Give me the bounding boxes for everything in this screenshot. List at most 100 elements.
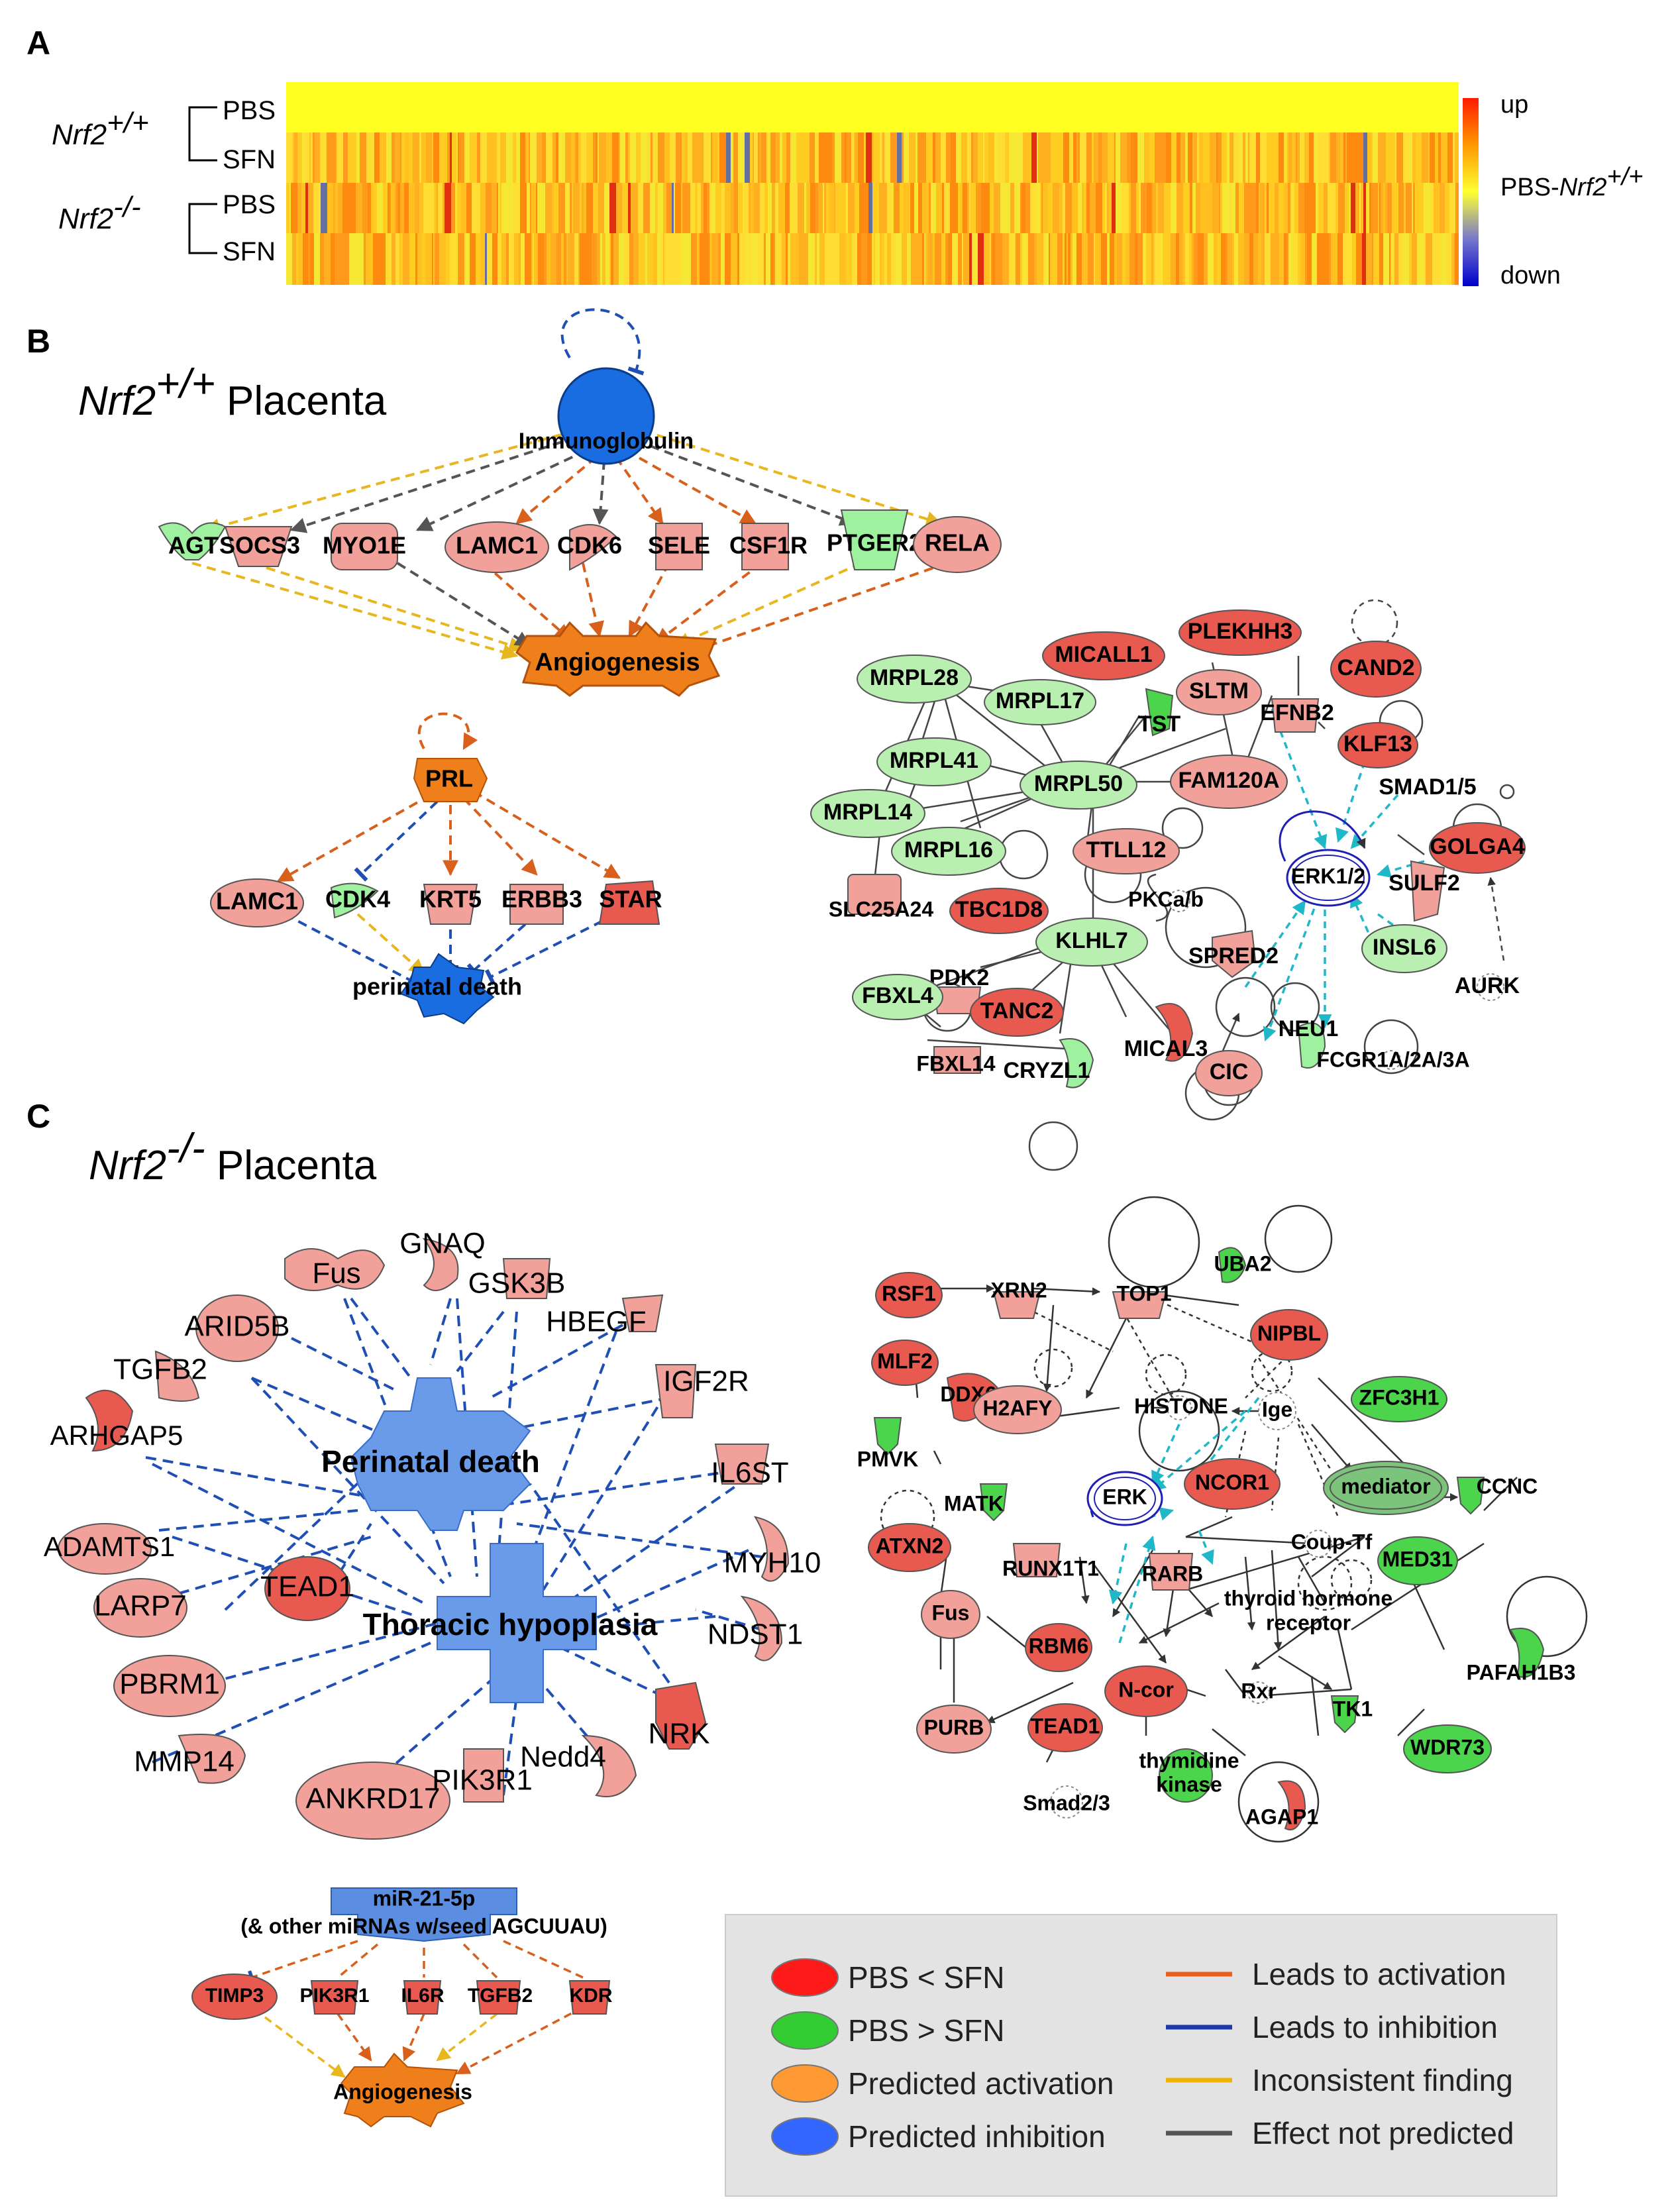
heatmap-cell	[432, 233, 433, 285]
ptger2-label: PTGER2	[827, 529, 922, 556]
heatmap-cell	[1372, 233, 1373, 285]
heatmap-cell	[1279, 183, 1284, 233]
heatmap-cell	[699, 132, 704, 183]
heatmap-cell	[520, 183, 527, 233]
angiogenesis-node	[515, 621, 721, 697]
heatmap-cell	[663, 233, 664, 285]
heatmap-cell	[1244, 183, 1251, 233]
slc25a24-node	[847, 874, 902, 915]
heatmap-cell	[356, 183, 362, 233]
heatmap-cell	[854, 132, 855, 183]
heatmap-cell	[421, 233, 422, 285]
heatmap-cell	[670, 132, 676, 183]
igf2r-node	[655, 1364, 697, 1418]
heatmap-cell	[1177, 132, 1180, 183]
heatmap-cell	[401, 233, 403, 285]
heatmap-cell	[835, 132, 841, 183]
heatmap-cell	[1038, 132, 1045, 183]
tk1-node	[1330, 1695, 1359, 1734]
heatmap-cell	[434, 183, 435, 233]
heatmap-cell	[782, 132, 786, 183]
heatmap-cell	[370, 132, 374, 183]
tst-node	[1145, 688, 1174, 737]
heatmap-cell	[1422, 132, 1428, 183]
heatmap-cell	[395, 233, 397, 285]
heatmap-cell	[1329, 132, 1330, 183]
heatmap-cell	[647, 233, 653, 285]
network-c3-edges	[248, 1940, 584, 2078]
couptf-node	[1304, 1530, 1332, 1557]
wdr73-node	[1403, 1724, 1492, 1773]
heatmap-cell	[675, 183, 681, 233]
legend-label: Effect not predicted	[1252, 2116, 1514, 2150]
heatmap-cell	[818, 183, 823, 233]
heatmap-cell	[759, 132, 761, 183]
ankrd17-label: ANKRD17	[306, 1783, 441, 1815]
heatmap-cell	[509, 233, 511, 285]
heatmap-cell	[1203, 132, 1210, 183]
heatmap-cell	[342, 183, 347, 233]
runx1t1-label: RUNX1T1	[1002, 1556, 1099, 1580]
heatmap-cell	[1249, 233, 1253, 285]
heatmap-cell	[963, 233, 969, 285]
heatmap-cell	[825, 132, 832, 183]
heatmap-cell	[785, 183, 790, 233]
erk12-node	[1286, 849, 1371, 907]
heatmap-cell	[506, 233, 509, 285]
heatmap-cell	[1107, 233, 1110, 285]
erk-node	[1086, 1471, 1163, 1526]
heatmap-cell	[956, 132, 961, 183]
heatmap-cell	[861, 132, 864, 183]
heatmap-cell	[574, 233, 578, 285]
heatmap-cell	[1366, 183, 1369, 233]
heatmap-cell	[565, 132, 571, 183]
heatmap-cell	[1082, 233, 1088, 285]
heatmap-cell	[887, 183, 890, 233]
mrpl41-label: MRPL41	[890, 748, 978, 773]
heatmap-cell	[853, 132, 854, 183]
heatmap-cell	[846, 233, 852, 285]
heatmap-cell	[1129, 233, 1135, 285]
heatmap-cell	[1379, 233, 1381, 285]
heatmap-cell	[763, 132, 766, 183]
heatmap-cell	[1231, 183, 1235, 233]
top1-label: TOP1	[1117, 1281, 1172, 1305]
heatmap-cell	[1438, 132, 1441, 183]
heatmap-cell	[925, 233, 927, 285]
heatmap-cell	[1075, 233, 1076, 285]
heatmap-cell	[851, 132, 853, 183]
heatmap-cell	[1102, 132, 1108, 183]
heatmap-cell	[1324, 183, 1328, 233]
heatmap-cell	[1357, 132, 1363, 183]
heatmap-cell	[1108, 132, 1114, 183]
heatmap-cell	[538, 233, 544, 285]
heatmap-cell	[897, 132, 902, 183]
heatmap-cell	[298, 233, 301, 285]
heatmap-cell	[624, 233, 629, 285]
heatmap-cell	[572, 183, 573, 233]
heatmap-cell	[1016, 233, 1018, 285]
heatmap-cell	[1027, 233, 1028, 285]
heatmap-cell	[1343, 233, 1348, 285]
heatmap-cell	[293, 132, 294, 183]
rela-node	[913, 516, 1002, 573]
heatmap-cell	[336, 132, 337, 183]
immunoglobulin-node	[557, 367, 655, 465]
thoracic-hypoplasia-node	[437, 1543, 597, 1703]
adamts1-label: ADAMTS1	[44, 1531, 175, 1562]
heatmap-cell	[1235, 183, 1239, 233]
heatmap-cell	[1171, 233, 1176, 285]
heatmap-cell	[472, 183, 478, 233]
heatmap-cell	[1071, 233, 1073, 285]
heatmap-cell	[884, 233, 887, 285]
heatmap-cell	[1288, 132, 1292, 183]
heatmap-cell	[1245, 132, 1248, 183]
heatmap-cell	[904, 183, 909, 233]
heatmap-cell	[1164, 183, 1169, 233]
heatmap-cell	[514, 233, 519, 285]
heatmap-cell	[343, 132, 348, 183]
heatmap-cell	[848, 183, 855, 233]
heatmap-cell	[386, 233, 392, 285]
heatmap-cell	[1297, 132, 1300, 183]
heatmap-cell	[992, 233, 995, 285]
